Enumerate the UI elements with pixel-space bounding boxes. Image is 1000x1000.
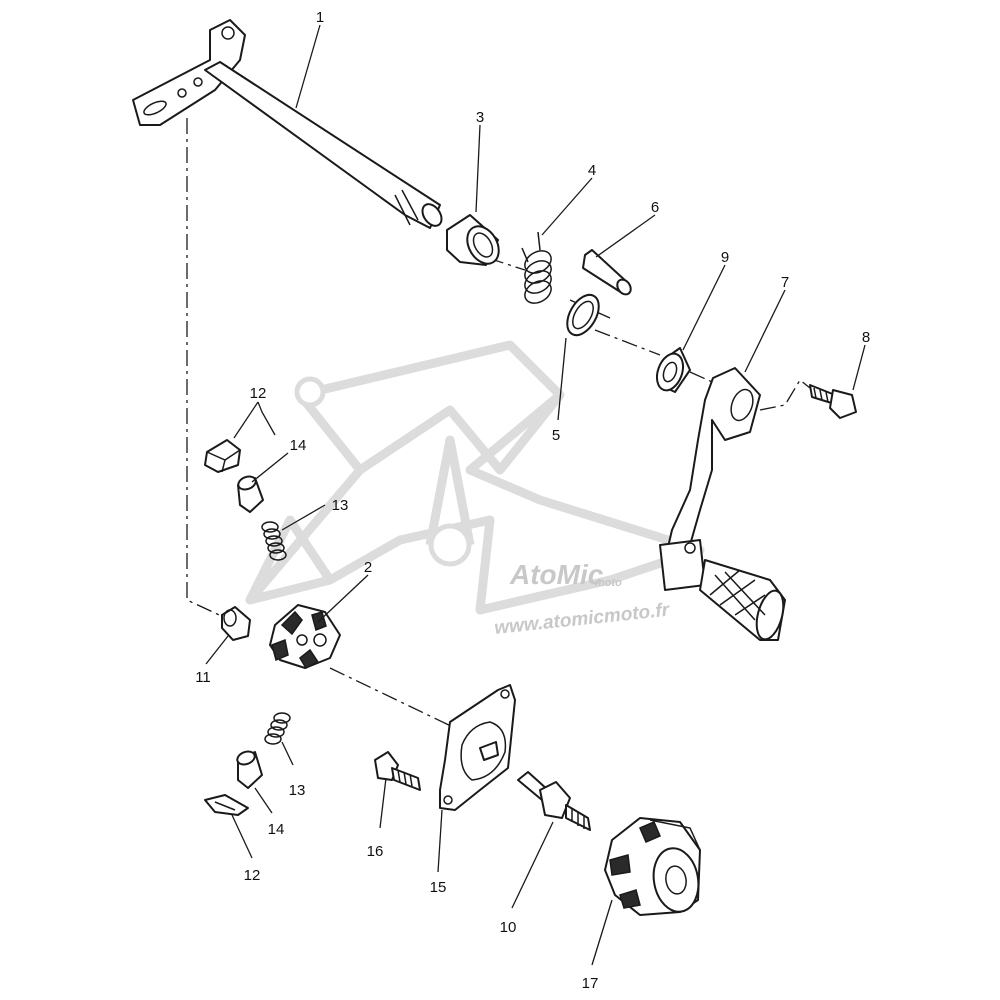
callout-15: 15 [430,879,447,896]
callout-5: 5 [552,427,560,444]
shift-drum-segment [604,817,701,916]
shift-segment [269,604,341,669]
plunger-upper [237,475,264,513]
watermark-circle-mid [428,523,472,567]
callout-2: 2 [364,559,372,576]
plunger-lower [236,750,263,789]
watermark-url: www.atomicmoto.fr [493,600,671,639]
callout-12-upper: 12 [250,385,267,402]
stepped-bolt [517,771,591,831]
callout-14-upper: 14 [290,437,307,454]
callout-11: 11 [195,669,211,686]
spring-lower [264,712,291,745]
callout-12-lower: 12 [244,867,261,884]
callout-10: 10 [500,919,517,936]
callout-8: 8 [862,329,870,346]
callout-14-lower: 14 [268,821,285,838]
watermark: AtoMic moto www.atomicmoto.fr [245,340,705,639]
shift-shaft [132,19,443,229]
callout-labels: 1 3 4 6 9 7 8 5 12 14 13 2 11 13 14 12 1… [195,9,870,992]
bearing [655,347,691,393]
callout-16: 16 [367,843,384,860]
shift-lever [659,367,786,641]
spring-upper [261,521,287,561]
callout-17: 17 [582,975,599,992]
callout-7: 7 [781,274,789,291]
pin [582,249,632,296]
watermark-logo-text: AtoMic [509,559,604,590]
guide-block-upper [204,439,241,473]
callout-6: 6 [651,199,659,216]
callout-1: 1 [316,9,324,26]
watermark-circle-top [294,376,326,408]
washer [566,293,600,337]
stopper-plate [439,684,516,811]
collar [446,214,500,266]
torsion-spring [521,231,552,304]
small-washer [221,606,251,641]
lever-bolt [809,384,857,419]
callout-13-lower: 13 [289,782,306,799]
callout-9: 9 [721,249,729,266]
callout-4: 4 [588,162,596,179]
watermark-logo-sub: moto [595,577,622,589]
plate-bolt [374,751,421,791]
leader-lines [205,24,866,966]
guide-plate-lower [204,794,249,816]
callout-13-upper: 13 [332,497,349,514]
callout-3: 3 [476,109,484,126]
